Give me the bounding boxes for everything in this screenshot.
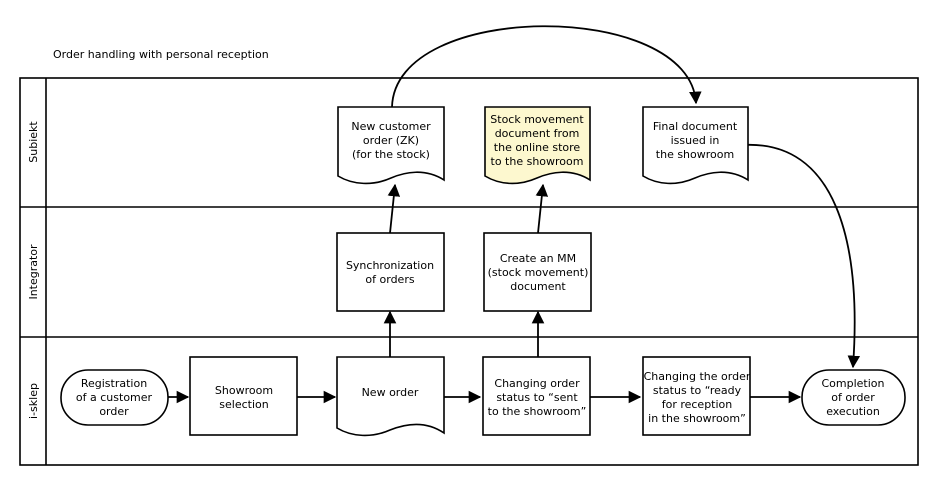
process-shape: [642, 356, 751, 436]
node-label-line: Create an MM: [500, 252, 576, 265]
node-label-line: New order: [362, 386, 419, 399]
connector-arrow: [387, 183, 401, 234]
process-shape: [189, 356, 298, 436]
document-shape: [337, 106, 445, 185]
swimlane-pool: Subiekt Integrator i-sklep: [19, 77, 919, 466]
node-label-line: of a customer: [76, 391, 153, 404]
node-label-line: New customer: [351, 120, 431, 133]
node-create-mm: Create an MM(stock movement)document: [483, 232, 592, 312]
node-label-line: the online store: [494, 141, 581, 154]
node-label: New order: [362, 386, 419, 399]
node-label-line: document from: [495, 127, 580, 140]
lane-label-integrator: Integrator: [27, 244, 40, 300]
node-label-line: status to “ready: [653, 384, 742, 397]
connectors: [168, 25, 861, 404]
node-label-line: Synchronization: [346, 259, 434, 272]
node-label: Create an MM(stock movement)document: [488, 252, 589, 293]
connector-curve: [742, 144, 861, 369]
node-label-line: to the showroom: [491, 155, 584, 168]
document-shape: [336, 356, 445, 437]
node-label-line: execution: [826, 405, 880, 418]
process-shape: [482, 356, 591, 436]
node-label-line: (stock movement): [488, 266, 589, 279]
node-label-line: selection: [219, 398, 268, 411]
node-label-line: in the showroom”: [648, 412, 746, 425]
connector-arrow: [535, 183, 549, 234]
node-label-line: the showroom: [656, 148, 734, 161]
node-label-line: Registration: [81, 377, 147, 390]
node-label-line: Stock movement: [490, 113, 584, 126]
terminator-shape: [801, 369, 906, 426]
diagram-title: Order handling with personal reception: [53, 48, 269, 61]
terminator-shape: [60, 369, 169, 426]
node-label-line: issued in: [671, 134, 720, 147]
node-label-line: Completion: [821, 377, 884, 390]
node-label-line: for reception: [662, 398, 733, 411]
document-shape-highlighted: [484, 106, 591, 185]
node-label-line: (for the stock): [352, 148, 430, 161]
process-shape: [336, 232, 445, 312]
node-label-line: Showroom: [215, 384, 273, 397]
node-label-line: status to “sent: [496, 391, 578, 404]
node-new-order: New order: [336, 356, 445, 437]
document-shape: [642, 106, 749, 185]
node-label-line: of order: [831, 391, 875, 404]
node-label-line: document: [510, 280, 566, 293]
process-shape: [483, 232, 592, 312]
node-label-line: order: [99, 405, 129, 418]
connector-curve: [391, 25, 702, 108]
node-label-line: of orders: [365, 273, 414, 286]
node-label-line: Changing order: [494, 377, 580, 390]
node-label-line: order (ZK): [363, 134, 419, 147]
node-label-line: Changing the order: [644, 370, 751, 383]
lane-label-i-sklep: i-sklep: [27, 383, 40, 419]
lane-label-subiekt: Subiekt: [27, 121, 40, 163]
pool-border: [19, 77, 919, 466]
node-label-line: Final document: [653, 120, 738, 133]
node-label-line: to the showroom”: [488, 405, 587, 418]
